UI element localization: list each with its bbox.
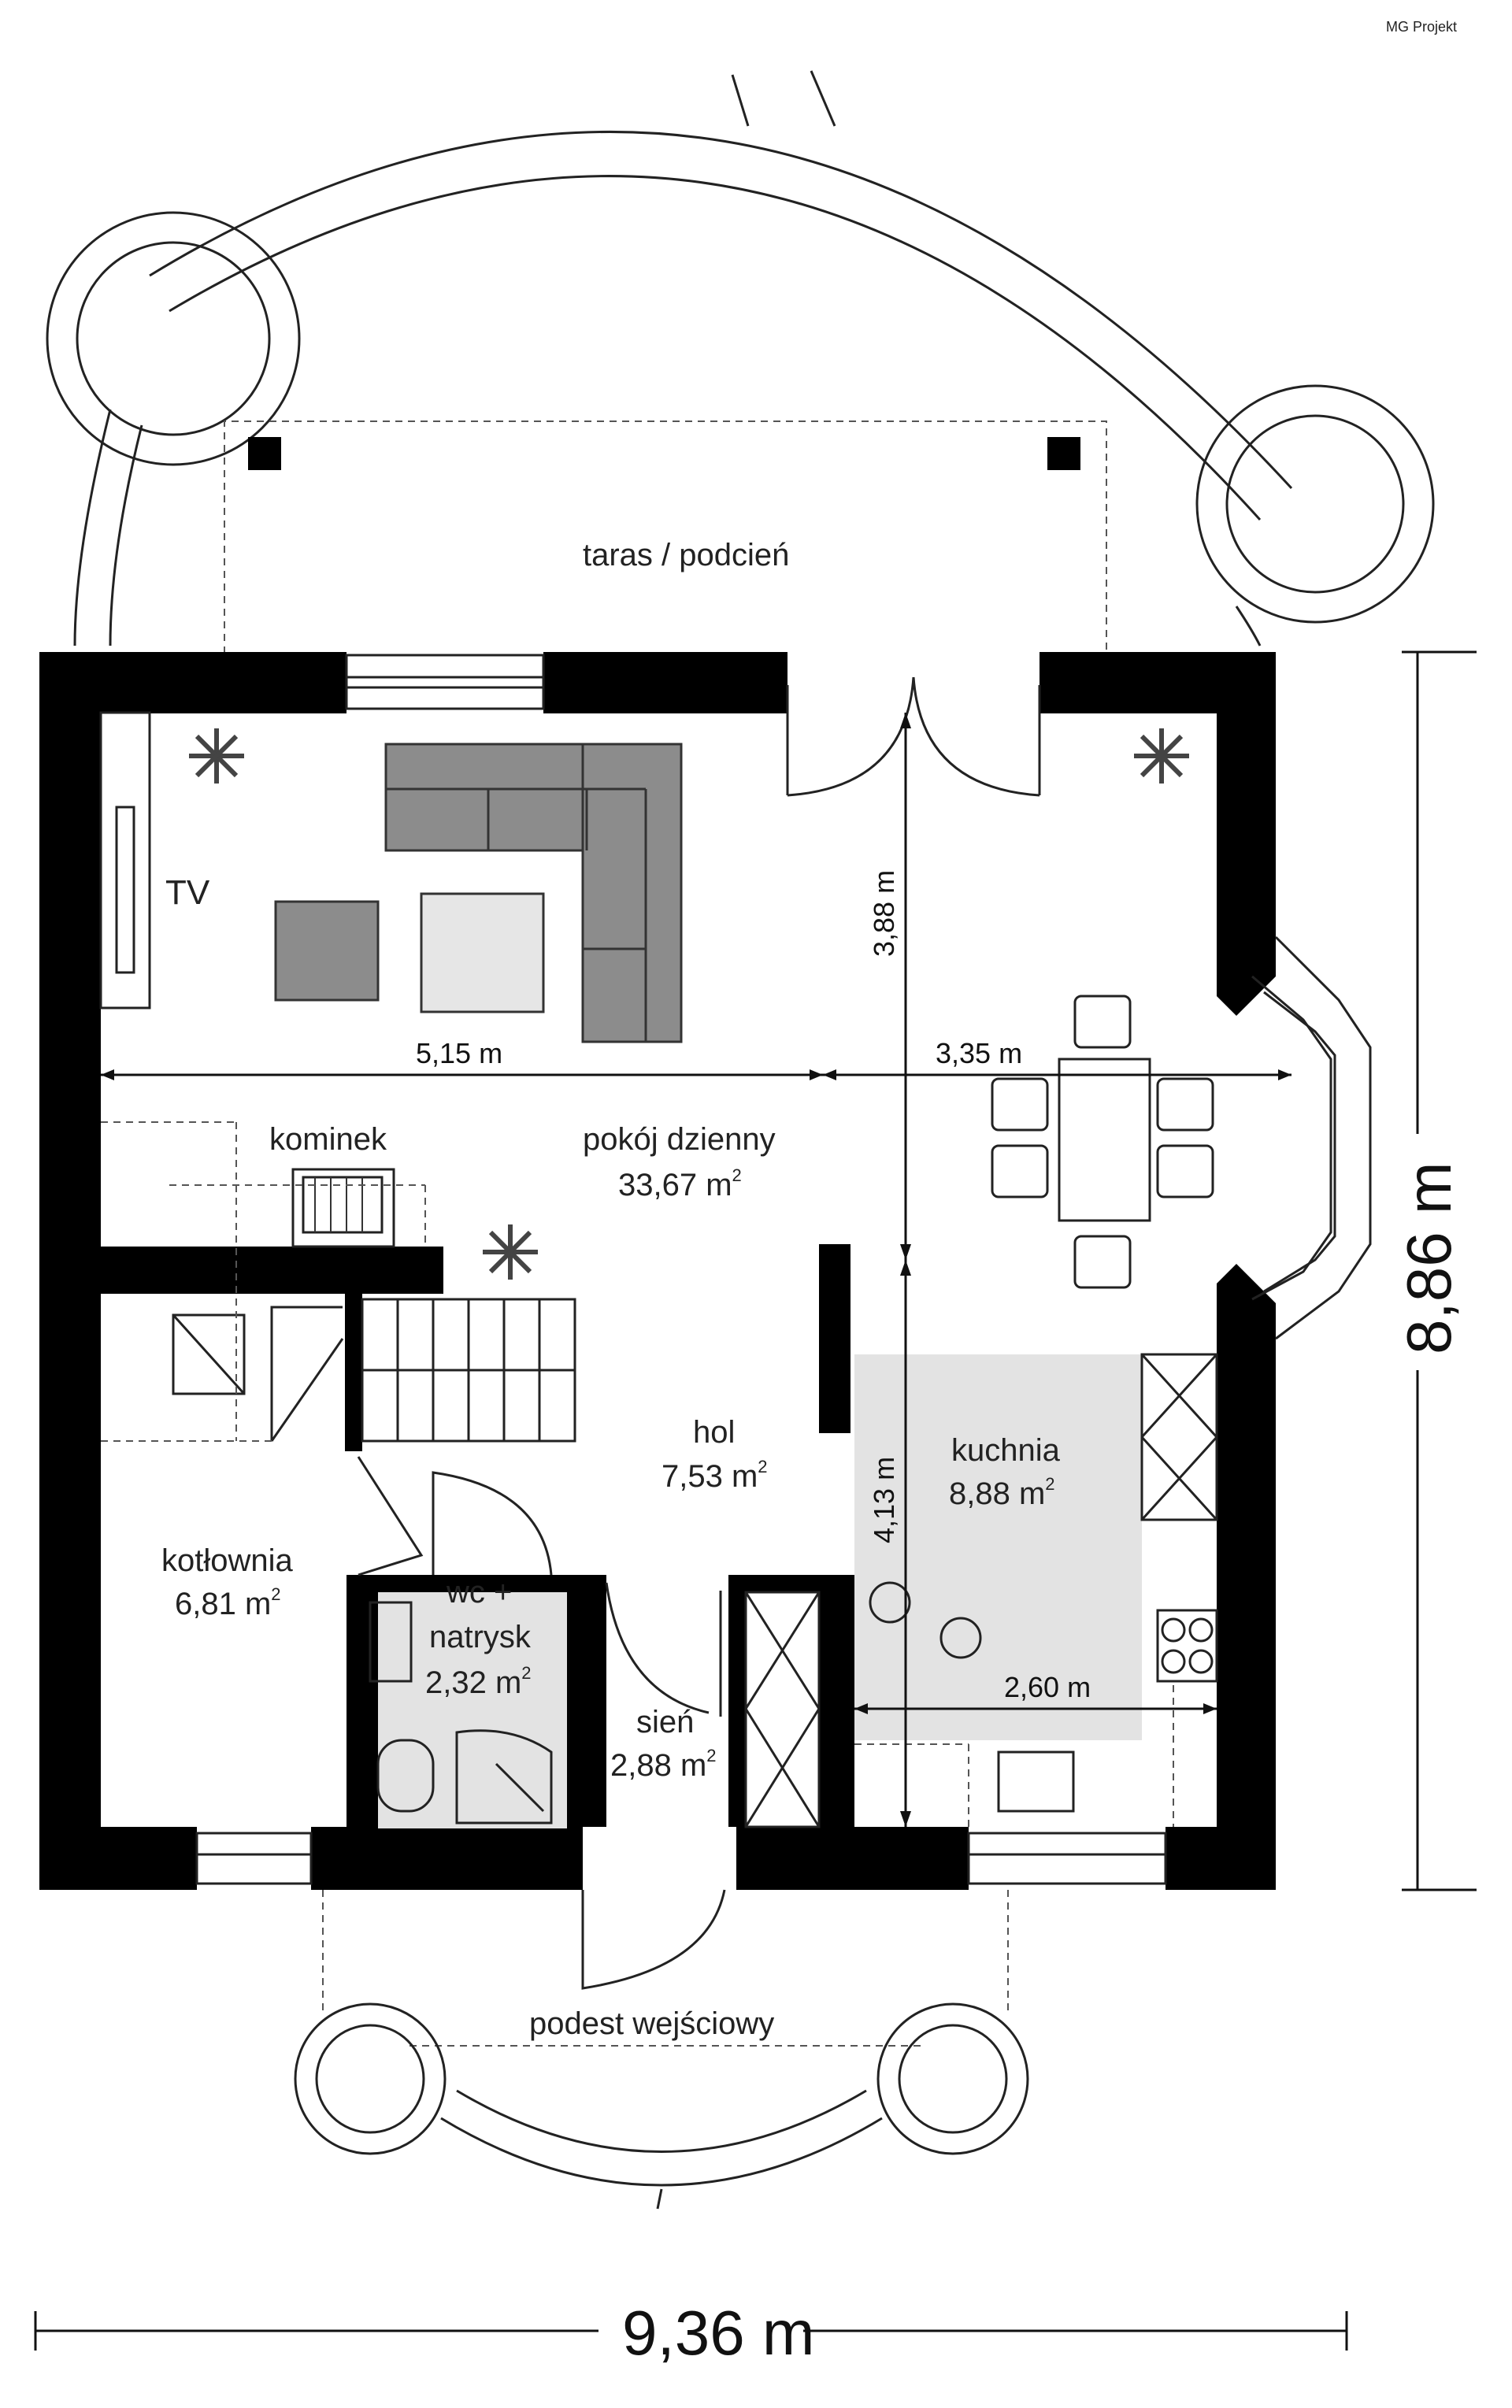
terrace-pergola [46, 70, 1435, 654]
dim-living-width: 5,15 m [416, 1037, 502, 1069]
vestibule-wardrobe [744, 1591, 821, 1828]
exterior-walls [39, 652, 1276, 1890]
fireplace-label: kominek [269, 1122, 387, 1157]
terrace-label: taras / podcień [583, 538, 789, 572]
dim-total-width: 9,36 m [622, 2298, 815, 2368]
dim-kitchen-width: 2,60 m [1004, 1671, 1091, 1703]
plant-icon [1134, 728, 1189, 784]
living-room-name: pokój dzienny [583, 1122, 776, 1157]
armchair [274, 900, 380, 1002]
wc-area: 2,32 m2 [425, 1663, 532, 1700]
interior-walls [101, 1244, 854, 1827]
hall-name: hol [693, 1415, 735, 1450]
plant-icon [483, 1224, 538, 1280]
terrace-column [248, 437, 281, 470]
kitchen-name: kuchnia [951, 1433, 1061, 1468]
entrance-porch [294, 1890, 1029, 2210]
dim-kitchen-depth: 4,13 m [868, 1457, 900, 1543]
interior-doors [357, 1456, 726, 1990]
vestibule-name: sień [636, 1705, 694, 1739]
brand-label: MG Projekt [1386, 19, 1457, 35]
kitchen-units [854, 1353, 1218, 1827]
fireplace [291, 1168, 395, 1248]
overall-dimension-ticks [34, 650, 1477, 2351]
wc-name-line2: natrysk [429, 1620, 532, 1654]
coffee-table [420, 892, 545, 1013]
boiler-room-area: 6,81 m2 [175, 1584, 281, 1621]
dim-dining-width: 3,35 m [936, 1037, 1022, 1069]
kitchen-area: 8,88 m2 [949, 1474, 1055, 1511]
dimension-ticks [101, 713, 1292, 1827]
kitchen-floor [854, 1354, 1142, 1740]
tv-screen [115, 806, 135, 974]
tv-cabinet [99, 711, 151, 1010]
windows [195, 654, 1372, 1885]
dim-living-depth: 3,88 m [868, 870, 900, 957]
dining-set [991, 995, 1214, 1289]
terrace-column [1047, 437, 1080, 470]
tv-label: TV [165, 873, 210, 912]
plant-icon [189, 728, 244, 784]
sofa [384, 743, 683, 1043]
staircase [101, 1121, 576, 1443]
wc-fixtures [369, 1601, 553, 1825]
dim-total-depth: 8,86 m [1394, 1161, 1464, 1354]
wc-floor [378, 1592, 567, 1828]
boiler-room-name: kotłownia [161, 1543, 294, 1578]
living-room-area: 33,67 m2 [618, 1165, 742, 1202]
porch-label: podest wejściowy [529, 2006, 774, 2041]
wc-name-line1: wc + [446, 1575, 512, 1610]
vestibule-area: 2,88 m2 [610, 1746, 717, 1783]
hall-area: 7,53 m2 [662, 1457, 768, 1494]
terrace-doors [786, 676, 1041, 797]
